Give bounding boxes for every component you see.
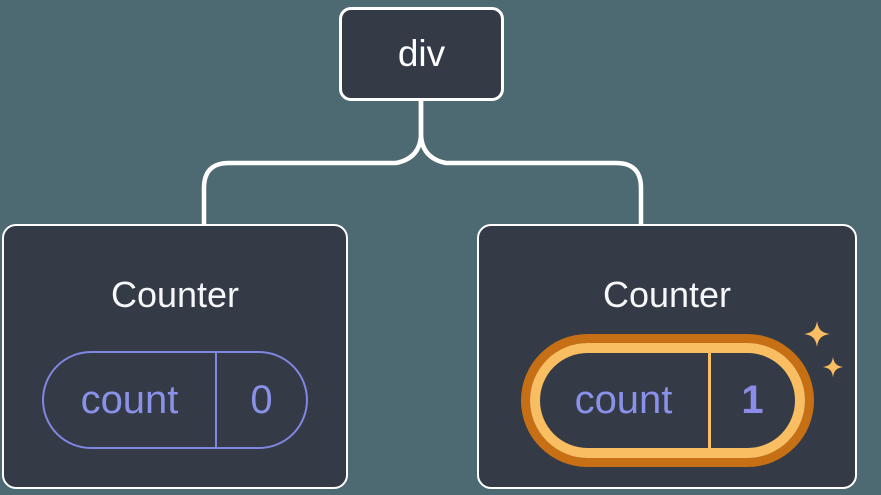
state-key-label: count [540, 353, 711, 448]
component-title: Counter [110, 274, 240, 315]
state-key-label: count [44, 353, 217, 447]
state-value: 1 [741, 378, 764, 422]
component-title: Counter [602, 274, 732, 315]
connector-left-branch [201, 98, 424, 229]
state-value: 0 [250, 377, 273, 422]
tree-node-div: div [339, 7, 504, 101]
component-card-counter-left: Counter count 0 [2, 224, 348, 489]
connector-right-branch [418, 98, 644, 229]
state-pill-highlighted: count 1 [529, 343, 805, 458]
tree-node-div-label: div [397, 33, 446, 74]
state-pill: count 0 [42, 351, 308, 449]
component-card-counter-right: Counter count 1 [477, 224, 857, 489]
